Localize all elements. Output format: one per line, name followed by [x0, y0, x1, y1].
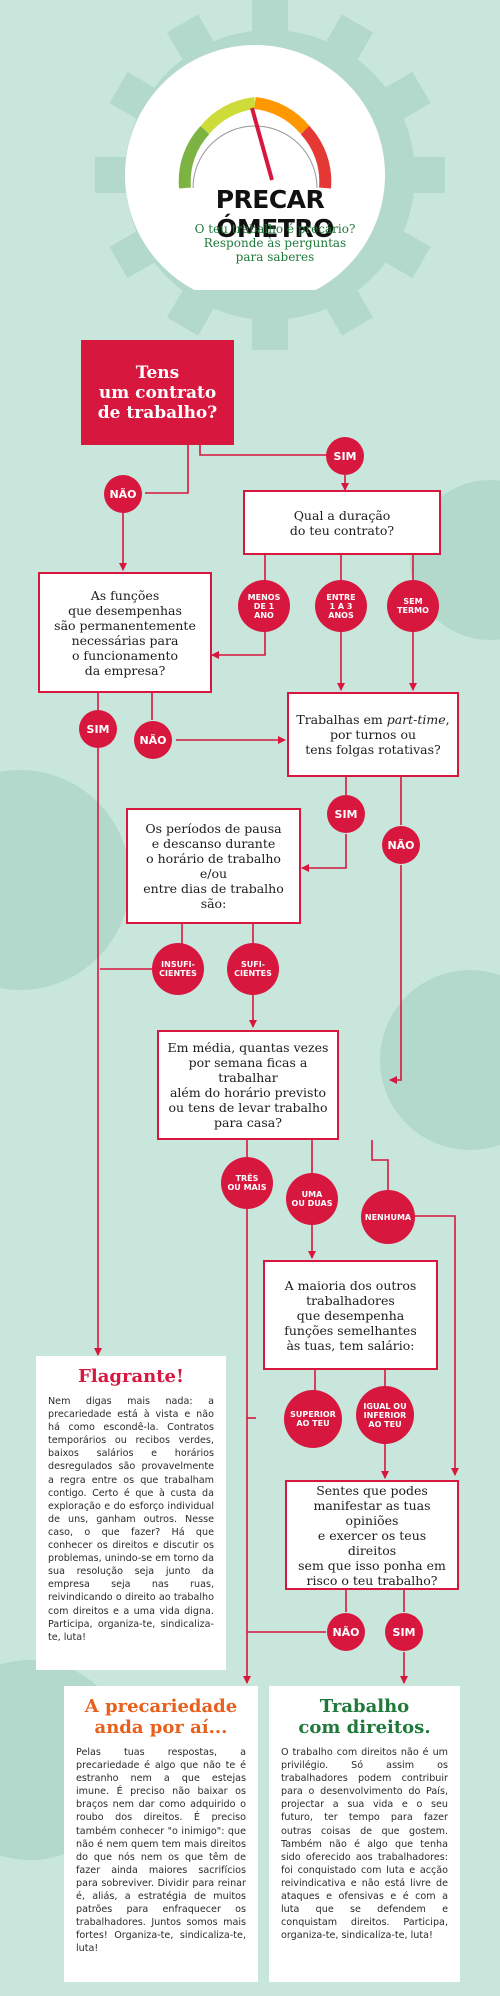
- question-contract-duration: Qual a duração do teu contrato?: [243, 490, 441, 555]
- question-overtime: Em média, quantas vezes por semana ficas…: [157, 1030, 339, 1140]
- result-flagrante-text: Nem digas mais nada: a precariedade está…: [48, 1396, 214, 1643]
- result-flagrante-title: Flagrante!: [78, 1366, 184, 1387]
- result-trabalho-com-direitos: Trabalho com direitos. O trabalho com di…: [269, 1686, 460, 1982]
- question-colleague-salary: A maioria dos outros trabalhadores que d…: [263, 1260, 438, 1370]
- answer-nao-opinions: NÃO: [327, 1613, 365, 1651]
- result-flagrante: Flagrante! Nem digas mais nada: a precar…: [36, 1356, 226, 1670]
- question-contract: Tens um contrato de trabalho?: [81, 340, 234, 445]
- subtitle-line-3: para saberes: [235, 250, 315, 264]
- question-express-opinions: Sentes que podes manifestar as tuas opin…: [285, 1480, 459, 1590]
- subtitle-line-2: Responde às perguntas: [203, 236, 347, 250]
- result-direitos-title: Trabalho com direitos.: [298, 1696, 431, 1738]
- answer-sim-contract: SIM: [326, 437, 364, 475]
- result-precariedade-title: A precariedade anda por aí...: [84, 1696, 238, 1738]
- answer-igual-ou-inferior: IGUAL OU INFERIOR AO TEU: [356, 1386, 414, 1444]
- title-left: PRECAR: [215, 185, 325, 214]
- answer-uma-ou-duas: UMA OU DUAS: [286, 1173, 338, 1225]
- answer-entre-1-3-anos: ENTRE 1 A 3 ANOS: [315, 580, 367, 632]
- result-precariedade: A precariedade anda por aí... Pelas tuas…: [64, 1686, 258, 1982]
- result-direitos-text: O trabalho com direitos não é um privilé…: [281, 1747, 448, 1942]
- answer-nao-part-time: NÃO: [382, 826, 420, 864]
- answer-suficientes: SUFI- CIENTES: [227, 943, 279, 995]
- subtitle-line-1: O teu trabalho é precário?: [194, 222, 356, 236]
- subtitle: O teu trabalho é precário? Responde às p…: [170, 222, 380, 264]
- app-title: PRECARÓMETRO: [160, 185, 390, 243]
- answer-insuficientes: INSUFI- CIENTES: [152, 943, 204, 995]
- gauge-needle: [250, 107, 274, 181]
- question-permanent-functions: As funções que desempenhas são permanent…: [38, 572, 212, 693]
- answer-sem-termo: SEM TERMO: [387, 580, 439, 632]
- answer-superior-ao-teu: SUPERIOR AO TEU: [284, 1390, 342, 1448]
- precarometro-gauge: [125, 45, 385, 290]
- result-precariedade-text: Pelas tuas respostas, a precariedade é a…: [76, 1747, 246, 1955]
- answer-nao-contract: NÃO: [104, 475, 142, 513]
- title-right: ÓMETRO: [216, 214, 334, 243]
- answer-sim-part-time: SIM: [327, 795, 365, 833]
- answer-nao-functions: NÃO: [134, 721, 172, 759]
- answer-sim-functions: SIM: [79, 710, 117, 748]
- answer-tres-ou-mais: TRÊS OU MAIS: [221, 1157, 273, 1209]
- answer-nenhuma: NENHUMA: [361, 1190, 415, 1244]
- question-break-periods: Os períodos de pausa e descanso durante …: [126, 808, 301, 924]
- question-part-time: Trabalhas em part-time, por turnos ou te…: [287, 692, 459, 777]
- answer-menos-1-ano: MENOS DE 1 ANO: [238, 580, 290, 632]
- answer-sim-opinions: SIM: [385, 1613, 423, 1651]
